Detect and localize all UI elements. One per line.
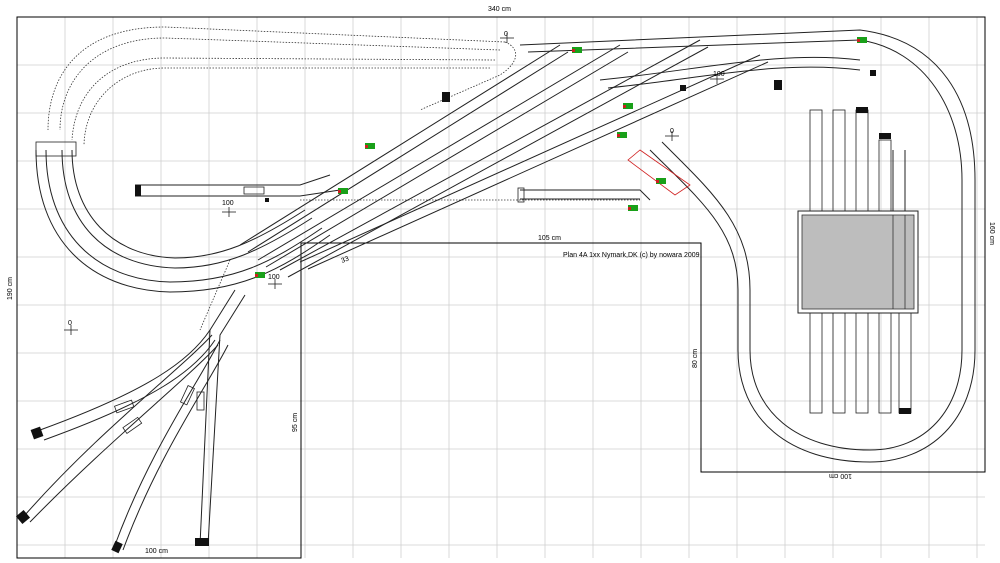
traverser xyxy=(797,107,919,414)
track-length-label: 100 xyxy=(268,274,280,281)
signal xyxy=(617,132,627,138)
signal xyxy=(857,37,867,43)
dim-top-width: 340 cm xyxy=(488,6,511,13)
dim-bottom-left-width: 100 cm xyxy=(145,548,168,555)
signal xyxy=(628,205,638,211)
buffer-stops xyxy=(442,70,876,102)
signal xyxy=(338,188,348,194)
baseboard-outline xyxy=(16,16,986,559)
track-length-label: 100 xyxy=(713,71,725,78)
track-length-label: 0 xyxy=(670,128,674,135)
signal xyxy=(656,178,666,184)
plan-title: Plan 4A 1xx Nymark,DK (c) by nowara 2009 xyxy=(563,252,700,259)
track-length-label: 0 xyxy=(504,31,508,38)
marker-crosses xyxy=(64,33,724,335)
signal xyxy=(623,103,633,109)
signal xyxy=(255,272,265,278)
dim-bottom-right-width: 100 cm xyxy=(829,472,852,479)
track-length-label: 33 xyxy=(340,256,350,265)
dim-middle-width: 105 cm xyxy=(538,235,561,242)
signal xyxy=(365,143,375,149)
middle-siding xyxy=(517,187,651,203)
dim-right-height: 160 cm xyxy=(988,222,995,245)
dim-inner-height-left: 95 cm xyxy=(292,413,299,432)
left-siding xyxy=(135,174,341,202)
right-return-loop xyxy=(649,141,976,463)
signal xyxy=(572,47,582,53)
bottom-left-fan xyxy=(15,289,246,554)
signals xyxy=(255,37,867,278)
dim-left-height: 190 cm xyxy=(7,277,14,300)
left-return-loop xyxy=(35,141,331,293)
track-length-label: 100 xyxy=(222,200,234,207)
highlight-section xyxy=(627,149,691,196)
hidden-loop-tracks xyxy=(47,26,640,331)
dim-inner-height-right: 80 cm xyxy=(692,349,699,368)
track-length-label: 0 xyxy=(68,320,72,327)
